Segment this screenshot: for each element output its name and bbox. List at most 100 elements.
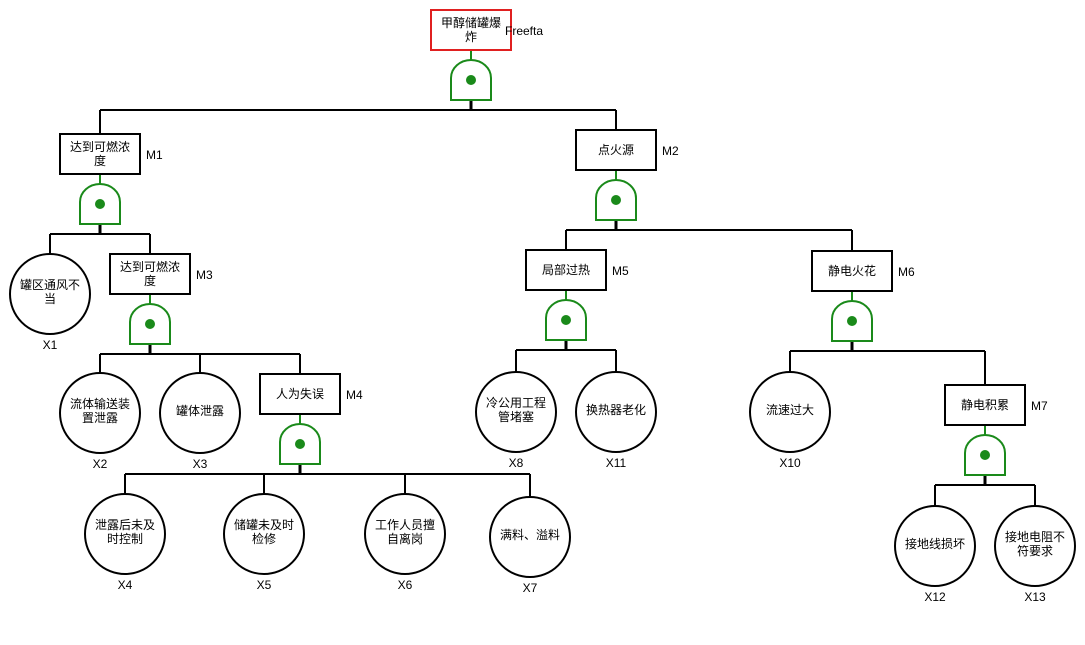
event-circle [9, 253, 91, 335]
gate-dot-icon [561, 315, 571, 325]
event-label: 符要求 [1017, 543, 1053, 558]
basic-event-X11[interactable]: 换热器老化 X11 [575, 371, 657, 470]
event-code: M1 [146, 148, 163, 162]
event-label: 接地线损坏 [905, 536, 965, 551]
event-code: X11 [606, 456, 627, 470]
event-label: 达到可燃浓 [70, 139, 130, 154]
event-code: X12 [924, 590, 946, 604]
tool-label: Freefta [505, 24, 543, 38]
event-label: 达到可燃浓 [120, 259, 180, 274]
event-label: 工作人员擅 [375, 517, 435, 532]
event-circle [475, 371, 557, 453]
intermediate-event-M2[interactable]: 点火源 M2 [575, 129, 679, 171]
event-code: M6 [898, 265, 915, 279]
basic-event-X3[interactable]: 罐体泄露 X3 [159, 372, 241, 471]
event-label: 当 [44, 292, 56, 306]
event-label: 检修 [252, 531, 276, 546]
event-code: X8 [509, 456, 524, 470]
event-code: M5 [612, 264, 629, 278]
event-code: M4 [346, 388, 363, 402]
event-box [575, 129, 657, 171]
event-circle [84, 493, 166, 575]
event-circle [223, 493, 305, 575]
basic-event-X7[interactable]: 满料、溢料 X7 [489, 496, 571, 595]
event-label: 满料、溢料 [500, 528, 560, 542]
event-label: 度 [94, 153, 106, 168]
gate-dot-icon [145, 319, 155, 329]
event-code: M3 [196, 268, 213, 282]
event-box [525, 249, 607, 291]
event-code: X1 [43, 338, 58, 352]
gate-dot-icon [980, 450, 990, 460]
gate-dot-icon [611, 195, 621, 205]
event-label: 罐区通风不 [20, 278, 80, 292]
basic-event-X12[interactable]: 接地线损坏 X12 [894, 505, 976, 604]
and-gate-M4[interactable] [279, 423, 321, 465]
event-circle [364, 493, 446, 575]
event-label: 泄露后未及 [95, 518, 155, 532]
event-code: X3 [193, 457, 208, 471]
event-circle [894, 505, 976, 587]
event-label: 点火源 [598, 143, 634, 157]
and-gate-M6[interactable] [831, 300, 873, 342]
intermediate-event-M4[interactable]: 人为失误 M4 [259, 373, 363, 415]
event-label: 换热器老化 [586, 403, 646, 417]
event-label: 罐体泄露 [176, 404, 224, 418]
gate-dot-icon [95, 199, 105, 209]
event-label: 静电积累 [961, 398, 1009, 412]
event-label: 管堵塞 [498, 409, 534, 424]
event-label: 人为失误 [276, 386, 324, 401]
event-circle [159, 372, 241, 454]
event-code: X4 [118, 578, 133, 592]
event-circle [489, 496, 571, 578]
and-gate-M5[interactable] [545, 299, 587, 341]
event-code: X2 [93, 457, 108, 471]
event-label: 甲醇储罐爆 [441, 15, 501, 30]
gate-dot-icon [847, 316, 857, 326]
intermediate-event-M6[interactable]: 静电火花 M6 [811, 250, 915, 292]
event-label: 时控制 [107, 532, 143, 546]
event-label: 置泄露 [82, 411, 118, 425]
event-label: 流体输送装 [70, 396, 130, 411]
event-code: X6 [398, 578, 413, 592]
intermediate-event-M7[interactable]: 静电积累 M7 [944, 384, 1048, 426]
event-code: X7 [523, 581, 538, 595]
event-box [944, 384, 1026, 426]
event-label: 储罐未及时 [234, 517, 294, 532]
event-label: 炸 [465, 30, 477, 44]
event-label: 流速过大 [766, 403, 814, 417]
and-gate-top[interactable] [450, 59, 492, 101]
basic-event-X10[interactable]: 流速过大 X10 [749, 371, 831, 470]
event-code: M2 [662, 144, 679, 158]
event-label: 度 [144, 273, 156, 288]
and-gate-M7[interactable] [964, 434, 1006, 476]
event-box [430, 9, 512, 51]
event-label: 静电火花 [828, 263, 876, 278]
event-circle [59, 372, 141, 454]
event-code: M7 [1031, 399, 1048, 413]
event-box [59, 133, 141, 175]
connector-lines [49, 50, 1036, 506]
and-gate-M2[interactable] [595, 179, 637, 221]
event-circle [575, 371, 657, 453]
event-code: X13 [1024, 590, 1046, 604]
event-code: X5 [257, 578, 272, 592]
event-box [811, 250, 893, 292]
event-box [109, 253, 191, 295]
and-gate-M3[interactable] [129, 303, 171, 345]
event-code: X10 [779, 456, 801, 470]
and-gate-M1[interactable] [79, 183, 121, 225]
event-label: 接地电阻不 [1005, 529, 1065, 544]
